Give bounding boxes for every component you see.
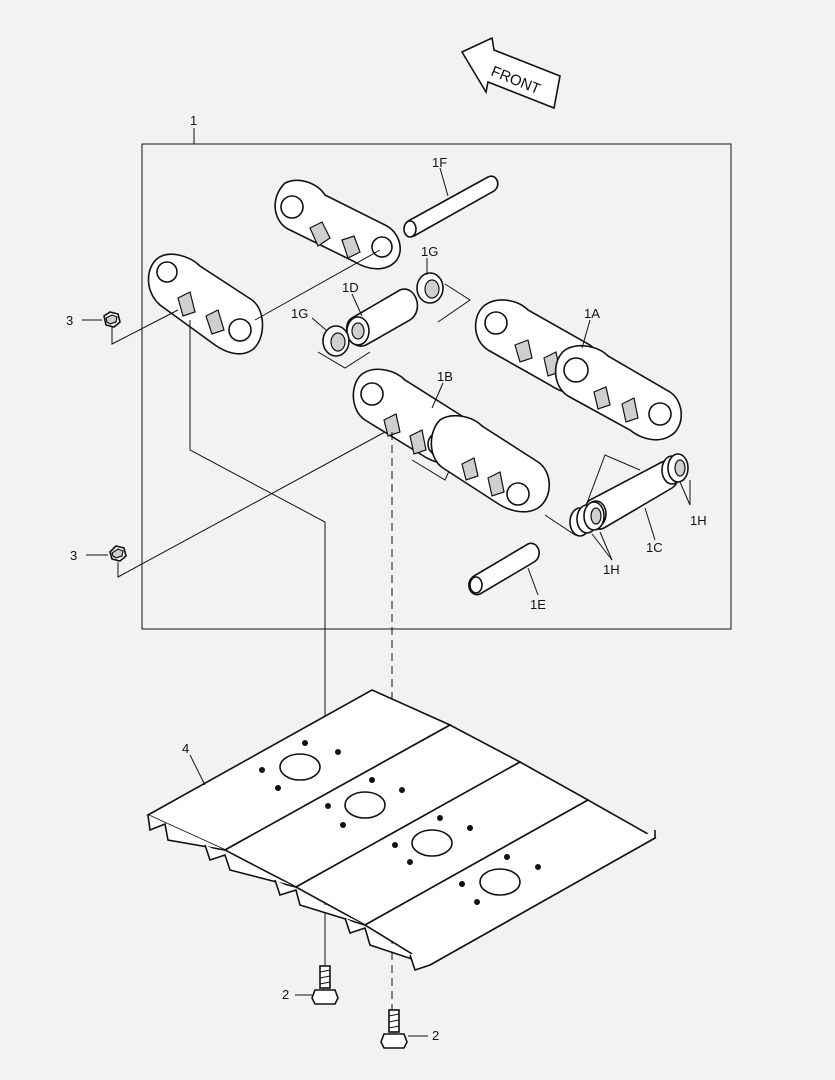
callout-1e: 1E	[530, 597, 546, 612]
assembly-frame	[141, 143, 732, 630]
nut-upper	[103, 311, 121, 328]
callout-1h-lower: 1H	[603, 562, 620, 577]
callout-2-right: 2	[432, 1028, 439, 1043]
bolt-right	[380, 1009, 408, 1049]
pin-1f	[403, 175, 499, 238]
seal-1g-left	[322, 325, 350, 357]
callout-1: 1	[190, 113, 197, 128]
seal-1h-lower	[569, 501, 605, 537]
track-link-1a	[474, 299, 683, 441]
track-shoe-plate	[146, 689, 657, 972]
callout-1d: 1D	[342, 280, 359, 295]
callout-2-left: 2	[282, 987, 289, 1002]
track-link-left	[147, 253, 264, 355]
callout-1g-left: 1G	[291, 306, 308, 321]
spacer-1d	[346, 288, 419, 347]
seal-1h-right	[661, 453, 689, 485]
pin-1e	[468, 542, 540, 596]
callout-1h-right: 1H	[690, 513, 707, 528]
track-link-1b	[352, 368, 551, 513]
callout-3-lower: 3	[70, 548, 77, 563]
seal-1g-upper	[416, 272, 444, 304]
callout-1a: 1A	[584, 306, 600, 321]
front-direction-arrow: FRONT	[460, 36, 561, 110]
bolt-left	[311, 965, 339, 1005]
callout-4: 4	[182, 741, 189, 756]
track-link-upper	[274, 179, 401, 270]
callout-1g-upper: 1G	[421, 244, 438, 259]
callout-1b: 1B	[437, 369, 453, 384]
callout-1c: 1C	[646, 540, 663, 555]
nut-lower	[109, 545, 127, 562]
callout-1f: 1F	[432, 155, 447, 170]
callout-3-upper: 3	[66, 313, 73, 328]
